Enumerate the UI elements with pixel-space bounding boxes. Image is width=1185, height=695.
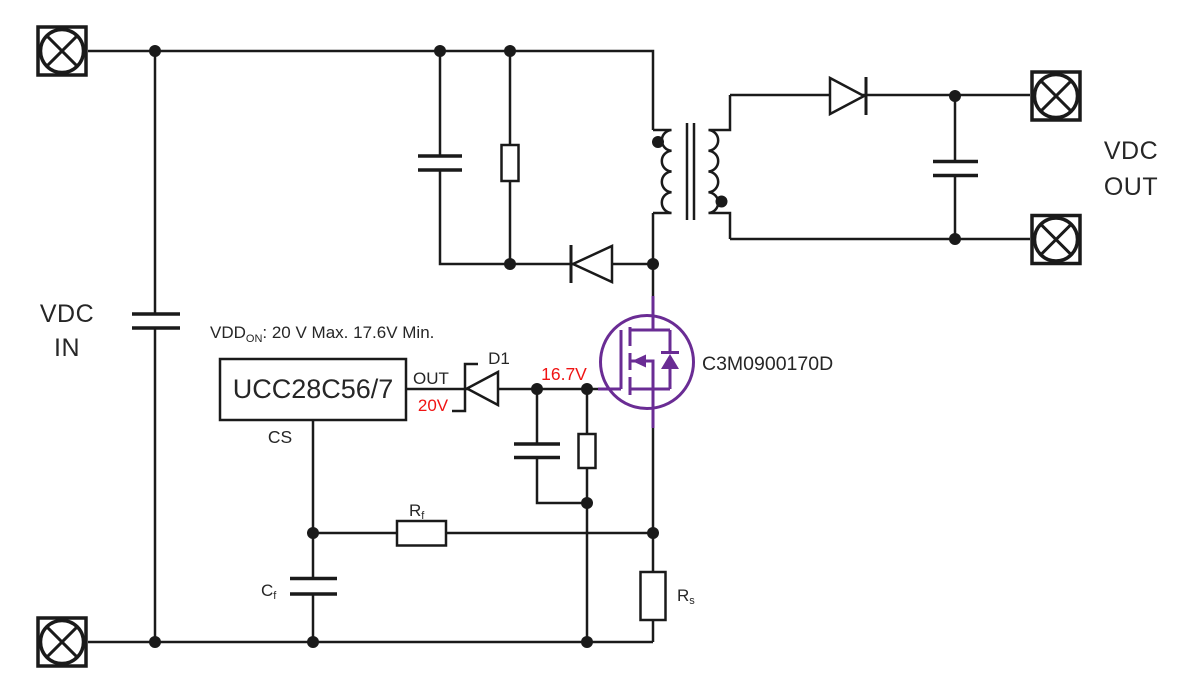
junction-dot [949, 233, 961, 245]
wire-snubber-cap-branch [438, 51, 510, 266]
gate-voltage-label: 16.7V [541, 364, 587, 384]
wire-top-rail [88, 49, 655, 130]
junction-dot [149, 636, 161, 648]
junction-dot [504, 258, 516, 270]
out-pin-label: OUT [413, 369, 449, 388]
cs-pin-label: CS [268, 427, 292, 447]
output-capacitor [933, 159, 978, 178]
junction-dot [581, 383, 593, 395]
transformer-core-icon [685, 123, 696, 220]
wires [88, 49, 1030, 644]
gate-filter-capacitor [514, 442, 560, 460]
controller-box [218, 357, 408, 422]
vdc-in-label-line1: VDC [40, 300, 94, 328]
vdc-out-label-line2: OUT [1104, 173, 1158, 201]
input-terminal-bottom-icon [36, 616, 88, 668]
labels: VDC IN VDC OUT VDDON: 20 V Max. 17.6V Mi… [40, 137, 1158, 607]
rf-resistor [395, 519, 448, 547]
cf-capacitor [290, 576, 337, 596]
junction-dot [647, 527, 659, 539]
mosfet-bodydiode-icon [661, 354, 679, 369]
controller-ic: UCC28C56/7 [218, 357, 408, 422]
out-voltage-label: 20V [418, 396, 449, 415]
junction-dot [581, 497, 593, 509]
junction-dot [434, 45, 446, 57]
junction-dot [647, 258, 659, 270]
vdc-out-label-line1: VDC [1104, 137, 1158, 165]
junction-dots [149, 45, 961, 648]
rf-label: Rf [409, 501, 425, 522]
junction-dot [531, 383, 543, 395]
vdd-on-note: VDDON: 20 V Max. 17.6V Min. [210, 323, 434, 345]
gate-pulldown-resistor [577, 432, 597, 470]
snubber-capacitor [418, 154, 462, 172]
reset-diode [569, 244, 614, 284]
output-rectifier-diode [828, 75, 868, 117]
junction-dot [149, 45, 161, 57]
mosfet-circle [599, 314, 695, 410]
vdc-in-label-line2: IN [54, 334, 80, 362]
output-terminal-top-icon [1030, 70, 1082, 122]
primary-polarity-dot [652, 136, 664, 148]
junction-dot [949, 90, 961, 102]
rs-label: Rs [677, 586, 695, 607]
input-capacitor [132, 312, 180, 330]
mosfet-part-label: C3M0900170D [702, 353, 833, 375]
output-terminal-bottom-icon [1030, 213, 1082, 266]
gate-pulse-step-icon [452, 362, 478, 413]
rs-sense-resistor [639, 570, 667, 622]
d1-label: D1 [488, 349, 510, 368]
snubber-resistor [500, 143, 520, 183]
mosfet-symbol [598, 296, 695, 428]
junction-dot [581, 636, 593, 648]
d1-diode [452, 362, 500, 413]
wire-gate-cap-branch [535, 389, 587, 505]
secondary-polarity-dot [715, 195, 728, 208]
junction-dot [307, 636, 319, 648]
controller-part-label: UCC28C56/7 [233, 374, 394, 404]
transformer [652, 95, 732, 239]
input-terminal-top-icon [36, 25, 88, 77]
mosfet-body-arrow-icon [632, 354, 646, 368]
cf-label: Cf [261, 581, 277, 602]
junction-dot [504, 45, 516, 57]
transformer-secondary-winding [708, 95, 732, 239]
junction-dot [307, 527, 319, 539]
